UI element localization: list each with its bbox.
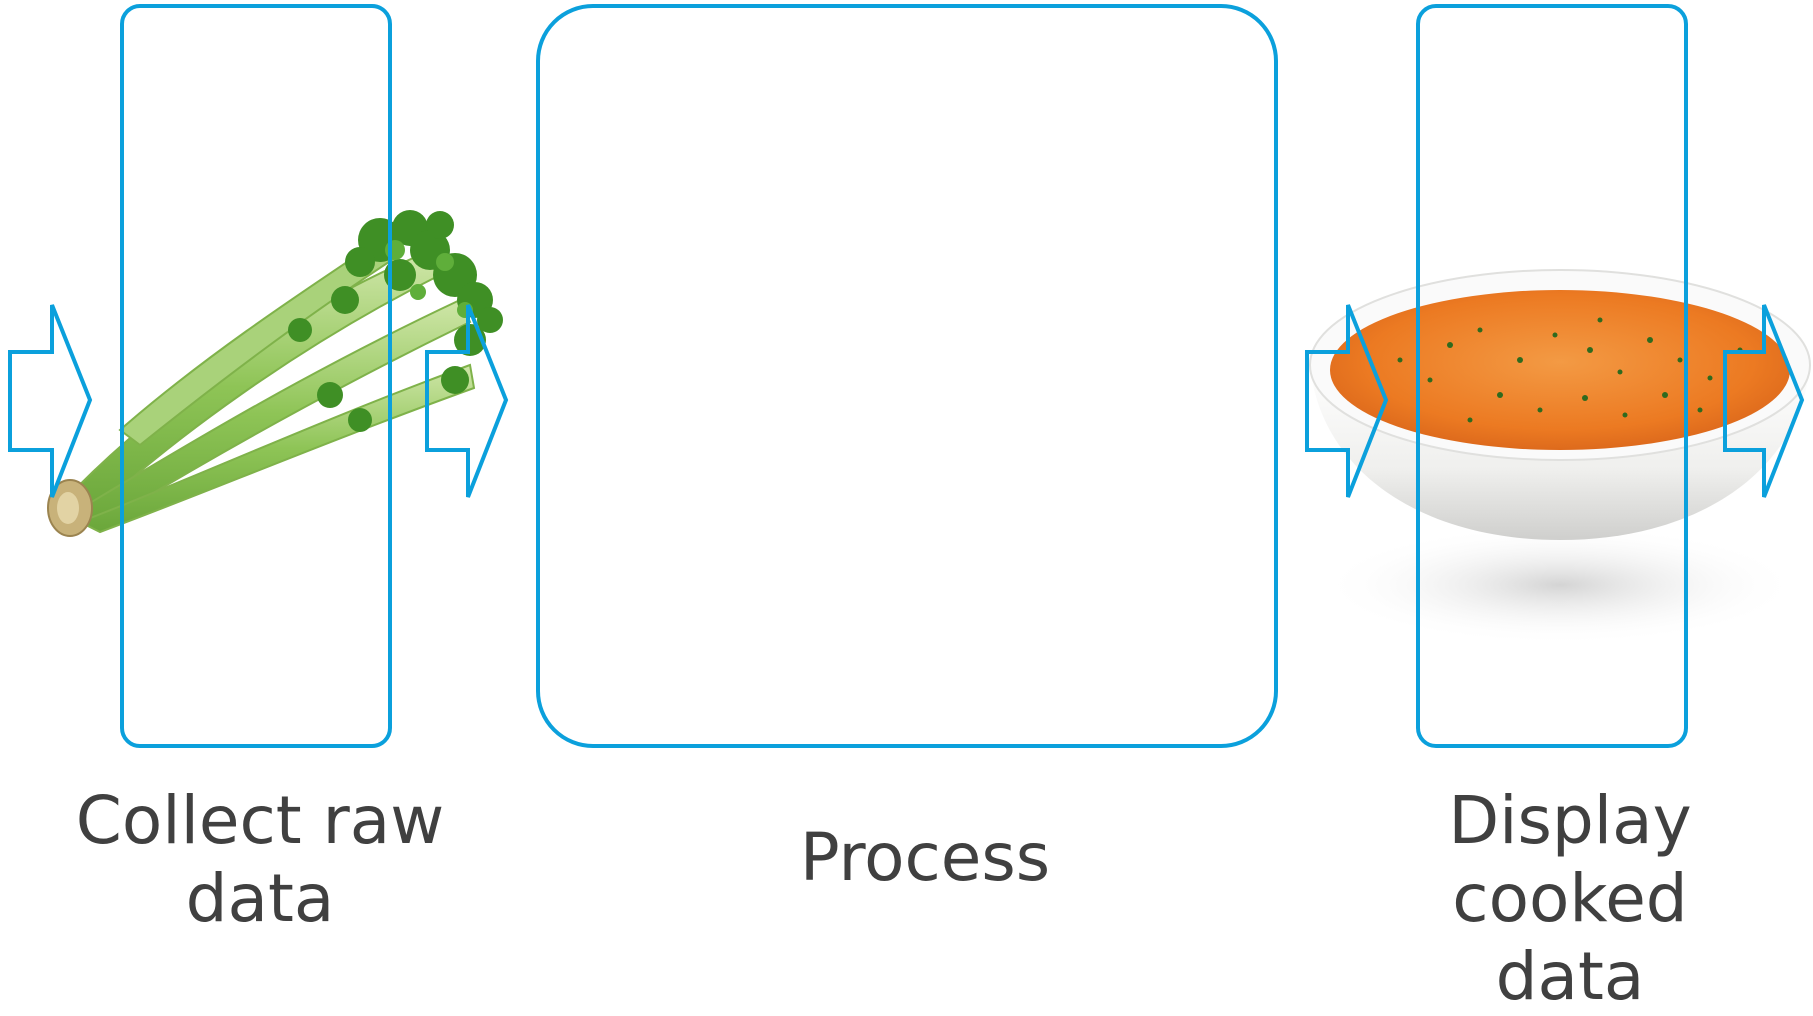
celery-image [48,210,503,536]
collect-label-line2: data [60,860,460,938]
display-label-line1: Display cooked [1330,782,1810,938]
process-stage-frame [538,6,1276,746]
collect-stage-label: Collect raw data [60,782,460,938]
display-stage-label: Display cooked data [1330,782,1810,1016]
process-stage-label: Process [725,819,1125,897]
display-label-line2: data [1330,938,1810,1016]
arrow-in-icon [10,305,90,497]
soup-bowl-image [1310,270,1810,645]
process-label: Process [725,819,1125,897]
collect-label-line1: Collect raw [60,782,460,860]
